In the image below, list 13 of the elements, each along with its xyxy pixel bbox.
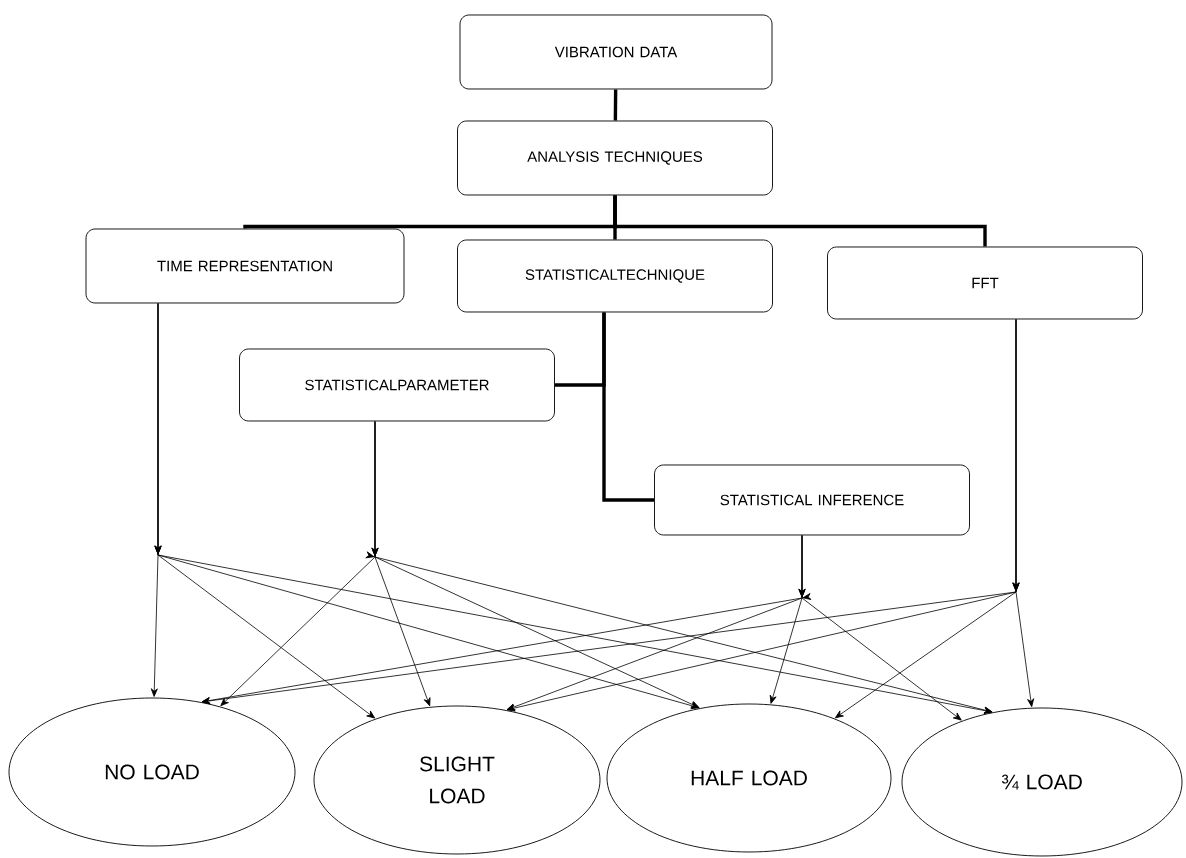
process-box: STATISTICALTECHNIQUE <box>457 239 773 313</box>
process-box: VIBRATION DATA <box>459 14 773 90</box>
connector-line <box>613 89 618 121</box>
connector-line <box>613 195 987 247</box>
arrow <box>798 535 962 721</box>
connector-line <box>602 312 655 502</box>
arrow <box>365 421 993 714</box>
process-box: STATISTICAL INFERENCE <box>654 464 970 536</box>
arrow <box>1012 319 1035 708</box>
process-box: TIME REPRESENTATION <box>85 228 405 304</box>
process-box: ANALYSIS TECHNIQUES <box>457 120 773 196</box>
process-box: STATISTICALPARAMETER <box>239 348 555 422</box>
process-box: FFT <box>827 246 1143 320</box>
